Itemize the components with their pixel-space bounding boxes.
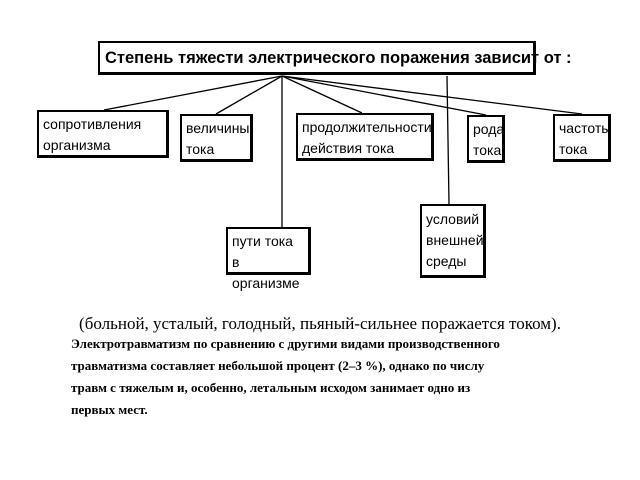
connector-frequency [281,75,583,115]
connector-magnitude [215,75,283,115]
factor-box-environment: условий внешней среды [420,204,486,278]
paragraph-line: травм с тяжелым и, особенно, летальным и… [71,380,471,395]
connector-resistance [103,75,283,111]
factor-box-duration: продолжительности действия тока [296,113,434,161]
factor-box-current-path: пути тока в организме [226,227,311,291]
factor-box-resistance: сопротивления организма [37,110,169,158]
factor-box-current-kind: рода тока [467,115,505,163]
factor-box-current-frequency: частоты тока [553,114,611,162]
paragraph-line: травматизма составляет небольшой процент… [71,358,485,373]
condition-caption: (больной, усталый, голодный, пьяный-силь… [79,314,561,333]
statistics-paragraph: Электротравматизм по сравнению с другими… [71,333,637,421]
connector-kind [281,75,487,116]
diagram-root-box: Степень тяжести электрического поражения… [98,41,572,75]
paragraph-line: первых мест. [71,402,148,417]
connector-conditions [446,75,450,205]
connector-duration [281,75,363,114]
factor-box-current-magnitude: величины тока [180,114,253,162]
paragraph-line: Электротравматизм по сравнению с другими… [71,336,500,351]
